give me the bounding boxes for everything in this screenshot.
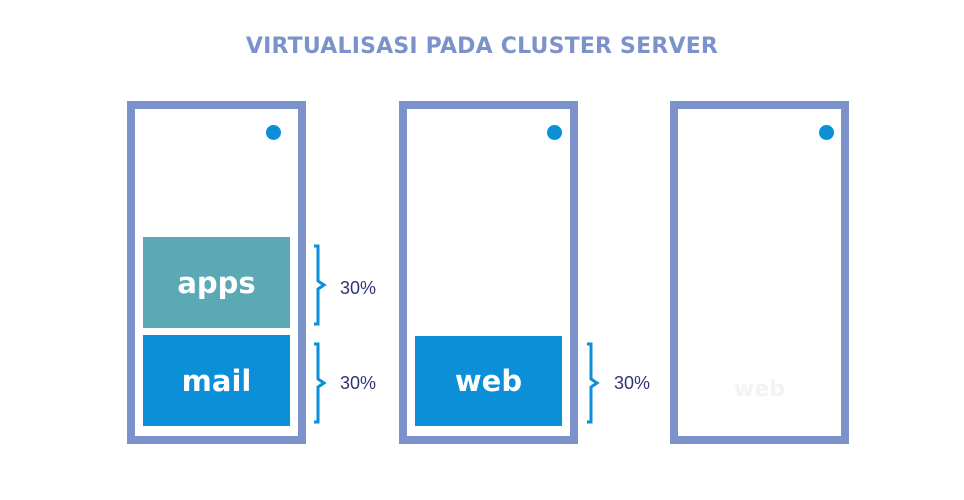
brace-web (587, 342, 600, 424)
vm-apps-label: apps (177, 265, 256, 300)
server-3-status-led (819, 125, 834, 140)
server-1-status-led (266, 125, 281, 140)
server-3: web (670, 101, 849, 444)
server-2-status-led (547, 125, 562, 140)
share-web-percent: 30% (614, 373, 651, 393)
share-mail-percent: 30% (340, 373, 377, 393)
vm-mail: mail (143, 335, 290, 426)
vm-apps: apps (143, 237, 290, 328)
vm-web-label: web (454, 364, 523, 398)
share-apps-percent: 30% (340, 278, 377, 298)
brace-apps (314, 244, 327, 326)
vm-web: web (415, 336, 562, 426)
server-3-faint-label: web (734, 377, 785, 402)
brace-mail (314, 342, 327, 424)
diagram-title: VIRTUALISASI PADA CLUSTER SERVER (245, 34, 719, 59)
vm-mail-label: mail (181, 363, 252, 398)
